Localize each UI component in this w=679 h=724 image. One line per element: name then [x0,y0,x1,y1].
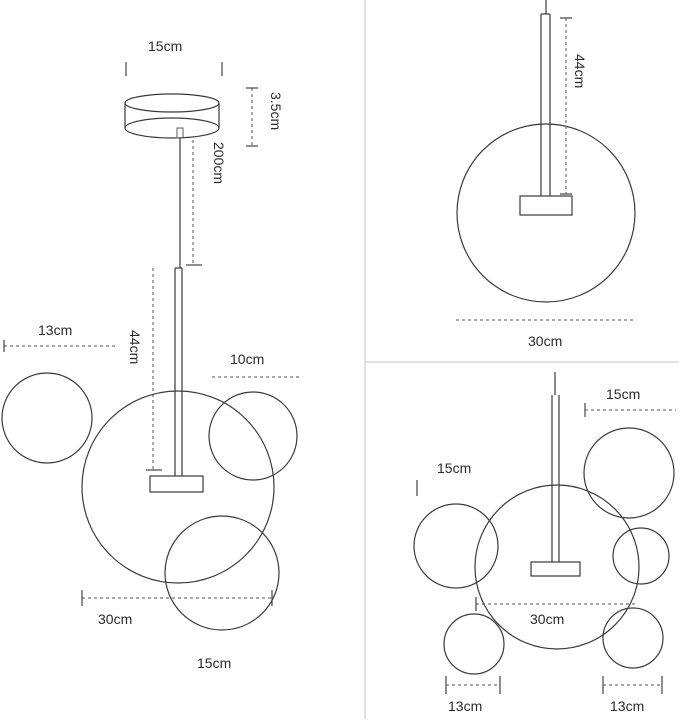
cluster-main-globe-label: 30cm [530,611,564,627]
cluster-panel: 15cm 15cm 30cm 13cm 13cm [413,372,676,714]
cluster-lamp-rod [551,372,560,562]
canopy-width-dimension [125,62,223,76]
main-globe-dimension [81,590,273,606]
right-bubble [208,391,298,481]
cluster-main-globe [474,484,640,650]
single-bubble-panel: 44cm 30cm [456,0,636,349]
single-rod-label: 44cm [572,54,588,88]
cluster-main-globe-dimension [475,597,637,611]
lamp-rod [146,267,183,476]
cluster-bottom-right-bubble [602,607,664,669]
bottom-bubble-label: 15cm [197,655,231,671]
cluster-bottom-left-label: 13cm [448,698,482,714]
left-bubble-label: 13cm [38,322,72,338]
cluster-right-small-bubble [612,527,670,585]
cluster-bottom-right-label: 13cm [610,698,644,714]
cluster-top-right-bubble [583,427,675,519]
cluster-left-bubble [413,503,499,589]
cable-length-label: 200cm [211,142,227,184]
main-lamp-panel: 15cm 3.5cm 200cm 44cm [1,38,300,671]
cluster-bottom-right-dimension [602,676,663,694]
ceiling-canopy [124,93,220,139]
cluster-top-right-label: 15cm [606,386,640,402]
left-bubble [1,372,93,464]
single-globe [456,123,636,303]
left-bubble-dimension [3,340,118,352]
single-lamp-rod [540,0,551,196]
canopy-height-dimension [246,87,258,147]
bottom-bubble [164,515,280,631]
single-rod-dimension [560,17,572,195]
suspension-cable [176,127,202,268]
rod-length-label: 44cm [127,330,143,364]
cluster-lamp-holder [530,561,581,577]
main-globe [81,390,275,584]
lamp-holder [149,475,204,493]
cluster-bottom-left-dimension [445,676,501,694]
single-lamp-holder [519,195,573,216]
cluster-top-right-dimension [584,403,676,417]
cluster-bottom-left-bubble [443,613,505,675]
main-globe-label: 30cm [98,611,132,627]
single-globe-label: 30cm [528,333,562,349]
canopy-height-label: 3.5cm [268,92,284,130]
cluster-left-label: 15cm [437,460,471,476]
right-bubble-label: 10cm [230,351,264,367]
canopy-diameter-label: 15cm [148,38,182,54]
